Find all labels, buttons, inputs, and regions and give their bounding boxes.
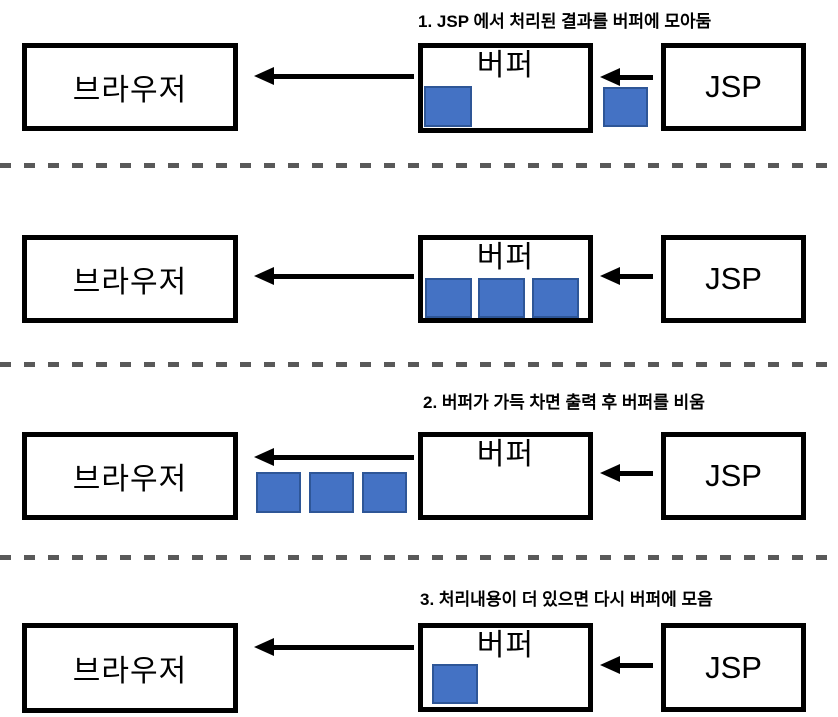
data-chunk [478, 278, 525, 318]
caption-step-1: 1. JSP 에서 처리된 결과를 버퍼에 모아둠 [418, 12, 712, 31]
browser-box: 브라우저 [22, 43, 238, 131]
jsp-label: JSP [705, 69, 762, 104]
buffer-label: 버퍼 [476, 629, 535, 662]
buffer-box: 버퍼 [418, 235, 593, 323]
jsp-label: JSP [705, 458, 762, 493]
data-chunk [425, 278, 472, 318]
arrow-left-jsp-to-buffer-icon [600, 464, 653, 482]
arrow-left-buffer-to-browser-icon [254, 638, 414, 656]
data-chunk-in-transit [256, 472, 301, 513]
jsp-box: JSP [661, 432, 806, 520]
data-chunk-in-transit [603, 87, 648, 127]
data-chunk-in-transit [362, 472, 407, 513]
caption-step-3: 3. 처리내용이 더 있으면 다시 버퍼에 모음 [420, 590, 713, 609]
buffer-label: 버퍼 [476, 49, 535, 82]
browser-box: 브라우저 [22, 623, 238, 713]
browser-label: 브라우저 [72, 74, 188, 107]
data-chunk-in-transit [309, 472, 354, 513]
dashed-divider [0, 362, 838, 367]
arrow-left-buffer-to-browser-icon [254, 267, 414, 285]
jsp-label: JSP [705, 261, 762, 296]
arrow-left-buffer-to-browser-icon [254, 67, 414, 85]
data-chunk [424, 86, 472, 127]
buffer-label: 버퍼 [476, 241, 535, 274]
arrow-left-buffer-to-browser-icon [254, 448, 414, 466]
jsp-label: JSP [705, 649, 762, 685]
buffer-box: 버퍼 [418, 623, 593, 712]
browser-label: 브라우저 [72, 655, 188, 688]
buffer-box: 버퍼 [418, 432, 593, 520]
arrow-left-jsp-to-buffer-icon [600, 656, 653, 674]
jsp-box: JSP [661, 43, 806, 131]
browser-label: 브라우저 [72, 266, 188, 299]
caption-step-2: 2. 버퍼가 가득 차면 출력 후 버퍼를 비움 [423, 393, 705, 412]
browser-label: 브라우저 [72, 463, 188, 496]
browser-box: 브라우저 [22, 235, 238, 323]
buffer-label: 버퍼 [476, 438, 535, 471]
jsp-box: JSP [661, 623, 806, 712]
arrow-left-jsp-to-buffer-icon [600, 267, 653, 285]
dashed-divider [0, 163, 838, 168]
buffer-box: 버퍼 [418, 43, 593, 133]
jsp-box: JSP [661, 235, 806, 323]
data-chunk [432, 664, 478, 704]
dashed-divider [0, 555, 838, 560]
browser-box: 브라우저 [22, 432, 238, 520]
data-chunk [532, 278, 579, 318]
arrow-left-jsp-to-buffer-icon [600, 68, 653, 86]
